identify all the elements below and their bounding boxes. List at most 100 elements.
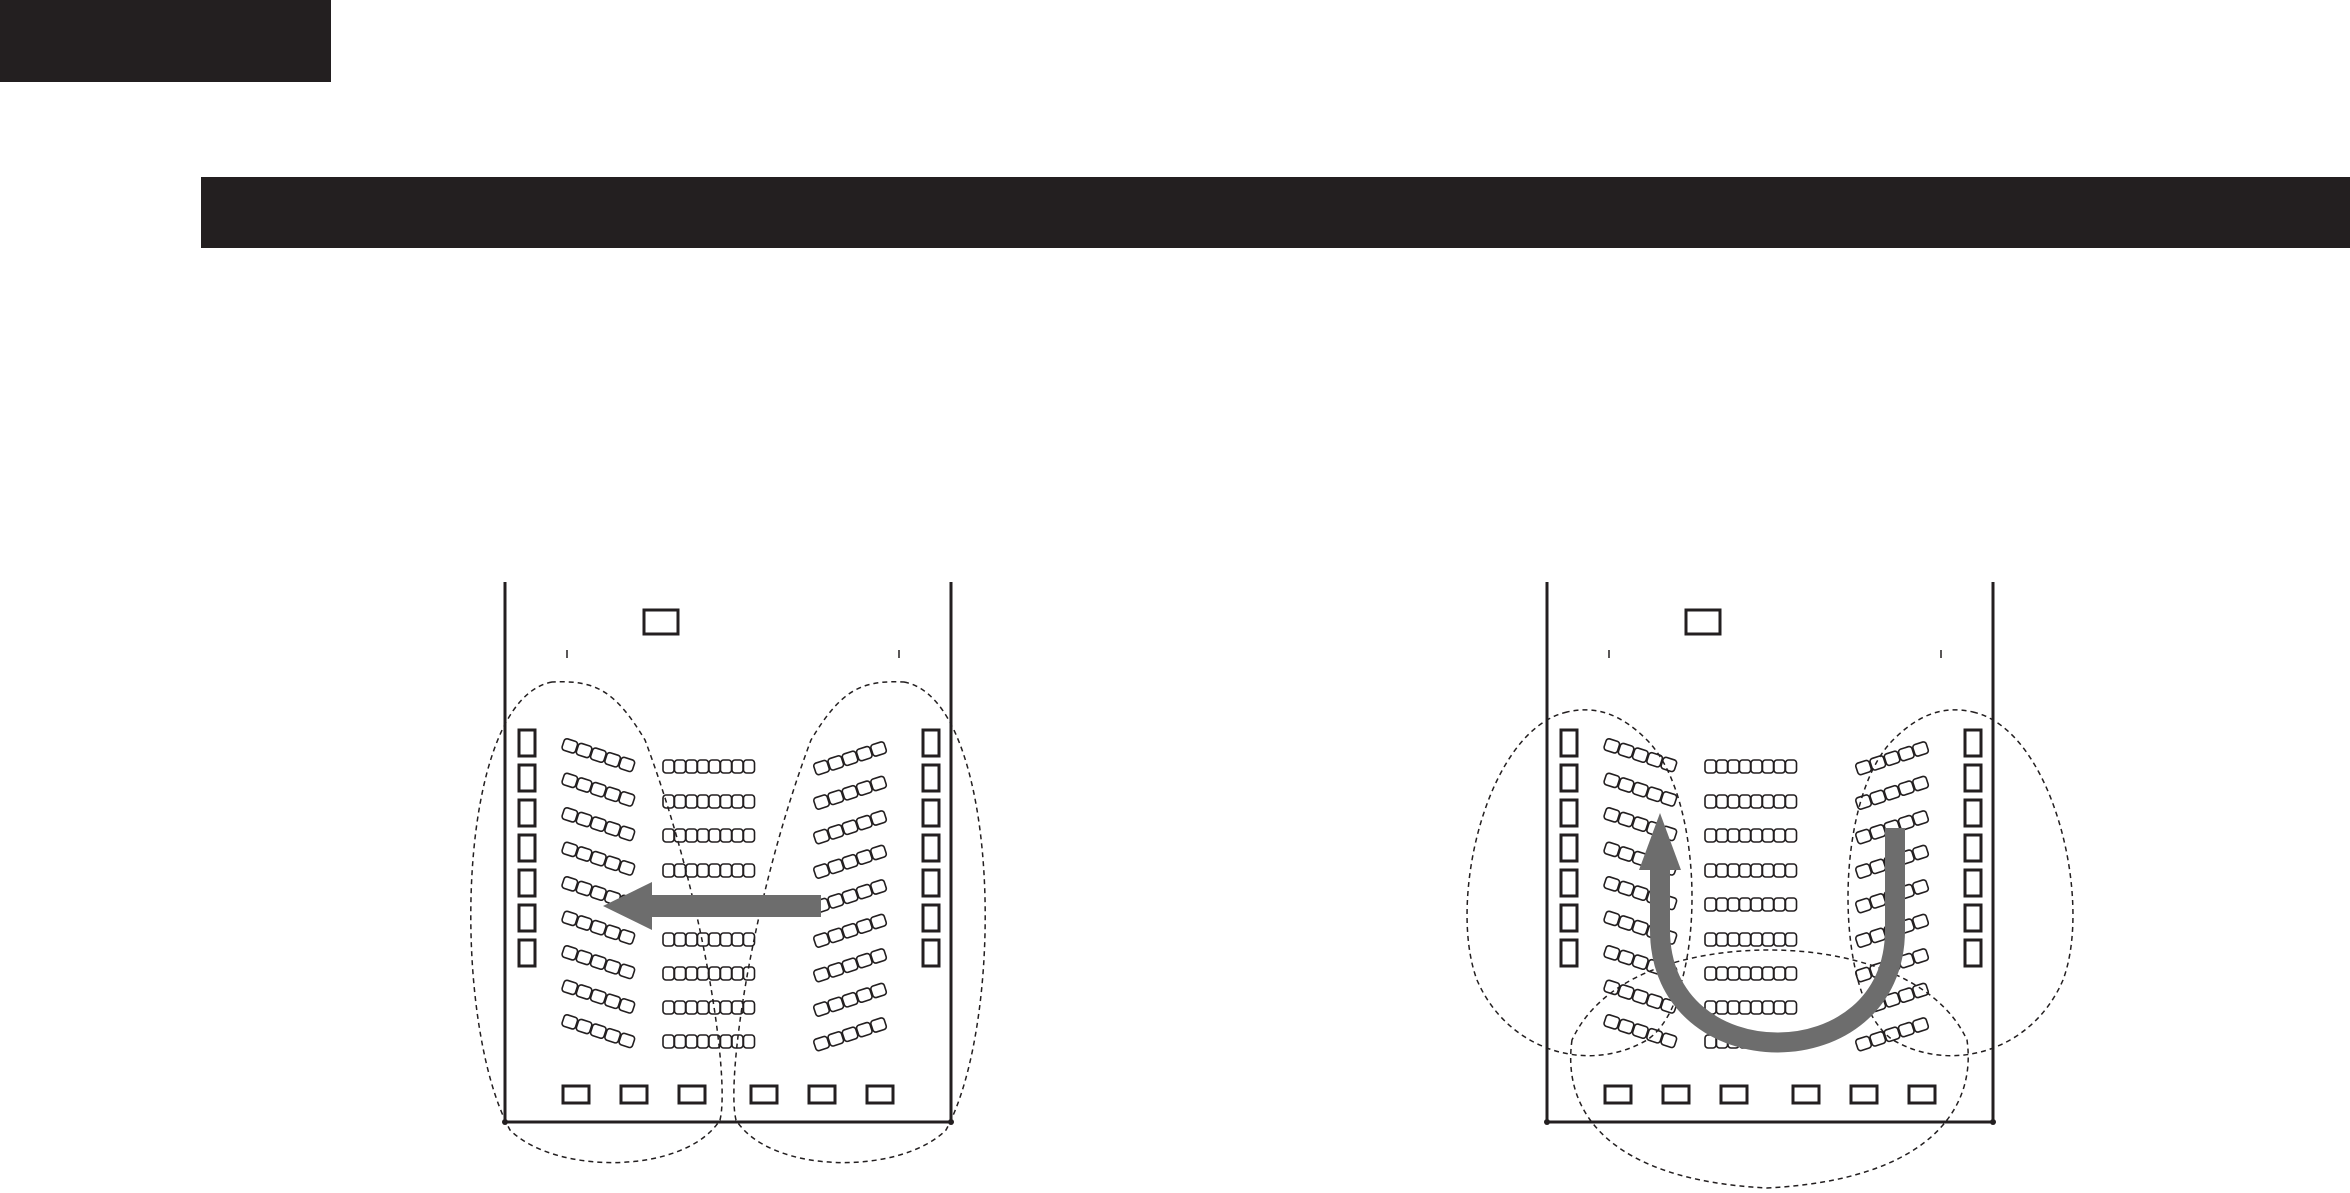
seat-icon: [1631, 1023, 1649, 1040]
seat-icon: [685, 966, 698, 981]
seat-icon: [1912, 913, 1930, 930]
side-speaker-icon: [921, 798, 941, 828]
seat-icon: [1883, 784, 1901, 801]
seat-row-right: [812, 982, 888, 1017]
seat-icon: [1912, 982, 1930, 999]
seat-icon: [1761, 794, 1775, 809]
seat-icon: [662, 1034, 675, 1049]
seat-row-left: [561, 910, 636, 945]
seat-icon: [1617, 949, 1635, 966]
seat-icon: [1869, 789, 1887, 806]
seat-icon: [1773, 932, 1786, 947]
rear-speaker-icon: [807, 1084, 837, 1105]
seat-icon: [719, 932, 733, 947]
seat-icon: [618, 963, 636, 980]
seat-icon: [708, 794, 721, 809]
seat-icon: [696, 966, 710, 981]
seat-icon: [708, 863, 721, 878]
seat-icon: [1784, 1000, 1798, 1015]
seat-icon: [1715, 1000, 1729, 1015]
seat-icon: [1784, 897, 1798, 912]
seat-icon: [1869, 755, 1887, 771]
seat-icon: [589, 1023, 607, 1040]
seat-icon: [662, 794, 675, 809]
seat-icon: [618, 825, 636, 842]
coverage-zone-left: [1466, 709, 1693, 1057]
seat-icon: [731, 828, 744, 843]
seat-icon: [1704, 863, 1717, 878]
seat-icon: [575, 949, 593, 966]
seat-icon: [673, 759, 687, 774]
seat-icon: [696, 828, 710, 843]
seat-icon: [673, 932, 687, 947]
seat-icon: [870, 982, 888, 999]
seat-icon: [841, 853, 859, 870]
seat-icon: [1869, 1031, 1887, 1047]
seat-icon: [673, 794, 687, 809]
seat-icon: [841, 957, 859, 974]
seat-row-right: [1854, 775, 1930, 810]
seat-icon: [870, 775, 888, 792]
seat-icon: [827, 1031, 845, 1047]
seat-row-right: [812, 844, 888, 879]
seat-icon: [1631, 747, 1649, 764]
seat-icon: [1784, 794, 1798, 809]
seat-icon: [1750, 794, 1763, 809]
side-speaker-icon: [921, 903, 941, 933]
seat-row-left: [561, 979, 636, 1014]
seat-icon: [561, 944, 579, 961]
seat-icon: [696, 759, 710, 774]
seat-icon: [1631, 885, 1649, 902]
seat-icon: [1715, 759, 1729, 774]
seat-icon: [575, 984, 593, 1000]
seat-icon: [1897, 987, 1915, 1004]
seat-icon: [1750, 897, 1763, 912]
seat-icon: [1715, 966, 1729, 981]
left-room-walls: [502, 582, 954, 1125]
seat-icon: [589, 781, 607, 798]
seat-icon: [855, 814, 873, 831]
seat-icon: [696, 1034, 710, 1049]
seat-icon: [1854, 966, 1873, 983]
seat-icon: [1773, 794, 1786, 809]
seat-icon: [1603, 910, 1621, 927]
left-coverage-zones: [470, 681, 986, 1164]
seat-icon: [827, 996, 845, 1013]
seat-icon: [855, 780, 873, 797]
seat-icon: [1897, 1021, 1915, 1038]
seat-icon: [1617, 1018, 1635, 1035]
seat-icon: [673, 966, 687, 981]
seat-icon: [708, 966, 721, 981]
seat-icon: [1784, 966, 1798, 981]
seat-icon: [1715, 932, 1729, 947]
seat-row-right: [1854, 1017, 1930, 1052]
seat-icon: [575, 777, 593, 793]
seat-icon: [731, 863, 744, 878]
seat-icon: [812, 1035, 831, 1052]
seat-icon: [1617, 915, 1635, 931]
seat-icon: [708, 759, 721, 774]
rear-speaker-icon: [865, 1084, 895, 1105]
seat-icon: [561, 806, 579, 823]
side-speaker-icon: [921, 763, 941, 793]
seat-icon: [708, 932, 721, 947]
seat-icon: [827, 927, 845, 944]
side-speaker-icon: [1559, 903, 1579, 933]
seat-icon: [1784, 863, 1798, 878]
seat-icon: [662, 932, 675, 947]
seat-icon: [1646, 751, 1664, 768]
section-header-bar: [201, 177, 2350, 248]
seat-icon: [1750, 932, 1763, 947]
rear-speaker-icon: [1719, 1084, 1749, 1105]
coverage-zone-left: [470, 681, 723, 1164]
seat-icon: [575, 846, 593, 862]
seat-icon: [618, 1032, 636, 1049]
arrow-u-turn-head: [1639, 813, 1681, 870]
seat-icon: [841, 784, 859, 801]
seat-icon: [696, 1000, 710, 1015]
seat-icon: [1704, 828, 1717, 843]
seat-icon: [731, 932, 744, 947]
seat-icon: [1727, 794, 1740, 809]
seat-icon: [870, 948, 888, 964]
seat-icon: [1784, 828, 1798, 843]
